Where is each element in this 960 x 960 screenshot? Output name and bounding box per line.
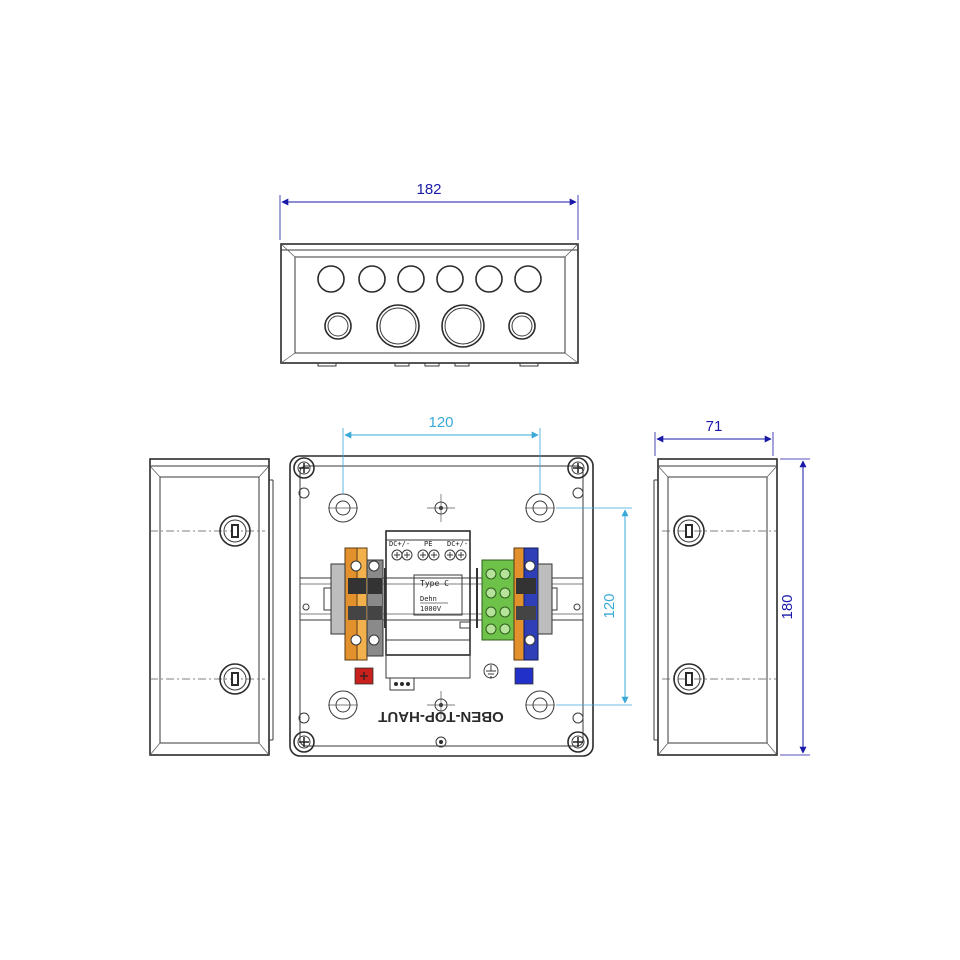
wall-plug-icon [673,663,705,695]
dimension-width-label: 182 [416,181,441,198]
terminal-label-right: DC+/- [447,540,468,548]
corner-screw-icon [293,457,315,479]
wall-plug-icon [219,663,251,695]
plus-sign-icon [354,667,374,685]
terminal-screw-icon [391,549,403,561]
terminal-block-left [330,547,386,661]
center-mark-icon [427,691,455,719]
wall-plug-icon [673,515,705,547]
dimension-mount-horizontal-label: 120 [428,414,453,431]
terminal-screw-icon [455,549,467,561]
dimension-depth-label: 71 [706,418,723,435]
terminal-screw-icon [401,549,413,561]
center-mark-icon [435,736,447,748]
corner-screw-icon [567,731,589,753]
dimension-width: 182 [279,181,579,240]
device-brand-label: Dehn [420,595,437,603]
dimension-mount-horizontal: 120 [342,414,541,494]
terminal-screw-icon [428,549,440,561]
wall-plug-icon [219,515,251,547]
mounting-hole-icon [525,690,555,720]
dimension-height: 180 [779,458,810,756]
corner-screw-icon [293,731,315,753]
minus-sign-icon [514,667,534,685]
earth-ground-icon [483,663,499,679]
mounting-hole-icon [525,493,555,523]
front-view: DC+/- PE DC+/- Type C Dehn 1000V [289,414,632,757]
surge-protection-device: DC+/- PE DC+/- Type C Dehn 1000V [385,530,471,691]
mounting-hole-icon [328,493,358,523]
left-side-view [149,458,274,756]
lid-orientation-label: OBEN-TOP-HAUT [378,708,504,725]
terminal-screw-icon [444,549,456,561]
terminal-screw-icon [417,549,429,561]
terminal-block-right [476,547,553,661]
dimension-mount-vertical-label: 120 [601,593,618,618]
center-mark-icon [427,494,455,522]
dimension-mount-vertical: 120 [556,507,632,706]
dimension-height-label: 180 [779,594,796,619]
top-view: 182 [279,181,579,367]
corner-screw-icon [567,457,589,479]
terminal-label-left: DC+/- [389,540,410,548]
cable-gland-holes-large [324,304,536,348]
mounting-hole-icon [328,690,358,720]
terminal-label-pe: PE [424,540,432,548]
right-side-view: 71 180 [653,418,810,756]
device-type-label: Type C [420,579,449,588]
device-voltage-label: 1000V [420,605,442,613]
cable-gland-holes-small [317,265,542,293]
dimension-depth: 71 [654,418,774,456]
